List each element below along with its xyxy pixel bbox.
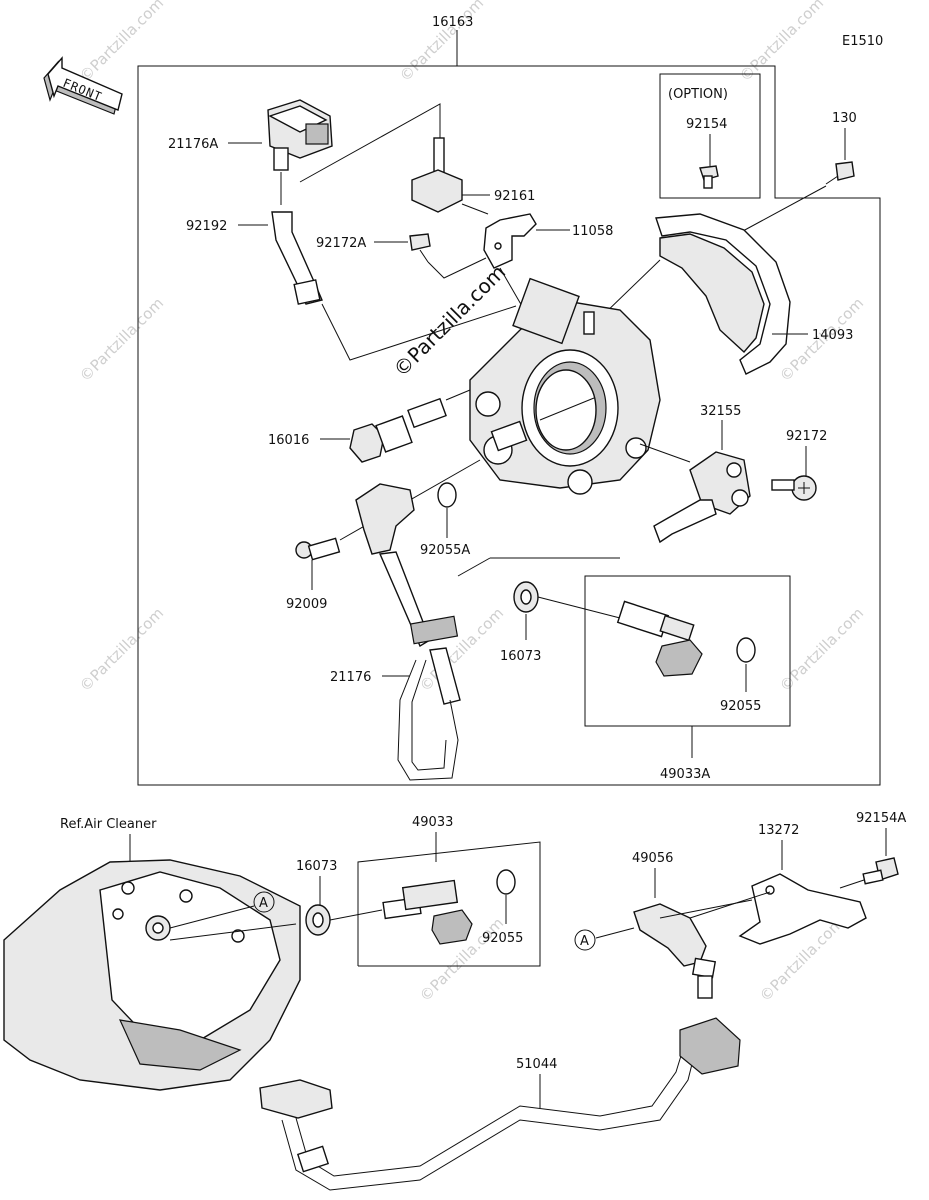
marker-a-right bbox=[574, 929, 596, 951]
leader-line bbox=[537, 596, 621, 619]
label-21176: 21176 bbox=[330, 670, 371, 685]
leader-line bbox=[169, 905, 255, 929]
label-49033: 49033 bbox=[412, 815, 453, 830]
label-92055-top: 92055 bbox=[720, 699, 761, 714]
leader-line bbox=[427, 257, 487, 279]
marker-a-left bbox=[253, 891, 275, 913]
ref-label: Ref.Air Cleaner bbox=[60, 817, 157, 832]
watermark: ©Partzilla.com bbox=[76, 294, 167, 385]
label-49056: 49056 bbox=[632, 851, 673, 866]
assembly-frame bbox=[137, 65, 881, 786]
watermark: ©Partzilla.com bbox=[396, 0, 487, 85]
label-92192: 92192 bbox=[186, 219, 227, 234]
marker-a-left-label: A bbox=[259, 896, 268, 911]
leader-line bbox=[839, 879, 865, 889]
air-cleaner-housing bbox=[3, 859, 301, 1091]
label-32155: 32155 bbox=[700, 404, 741, 419]
leader-line bbox=[445, 389, 471, 401]
label-14093: 14093 bbox=[812, 328, 853, 343]
label-92172A: 92172A bbox=[316, 236, 366, 251]
label-92055A: 92055A bbox=[420, 543, 470, 558]
injector-49033 bbox=[382, 879, 473, 945]
label-49033A: 49033A bbox=[660, 767, 710, 782]
label-92154: 92154 bbox=[686, 117, 727, 132]
label-92055-bottom: 92055 bbox=[482, 931, 523, 946]
marker-a-right-label: A bbox=[580, 934, 589, 949]
bracket-11058 bbox=[483, 213, 537, 269]
leader-line bbox=[299, 103, 441, 183]
leader-line bbox=[169, 923, 297, 941]
label-16073-top: 16073 bbox=[500, 649, 541, 664]
label-21176A: 21176A bbox=[168, 137, 218, 152]
sensor-21176A bbox=[267, 99, 333, 171]
label-130: 130 bbox=[832, 111, 857, 126]
screw-92172 bbox=[771, 475, 817, 501]
screw-92172A bbox=[409, 233, 431, 263]
bracket-13272 bbox=[738, 873, 867, 945]
cover-14093 bbox=[655, 213, 791, 375]
oring-92055-bottom bbox=[496, 869, 516, 895]
bracket-32155 bbox=[653, 451, 751, 544]
injector-box-bottom bbox=[357, 841, 541, 967]
throttle-body-16163 bbox=[469, 277, 661, 495]
label-16073-bottom: 16073 bbox=[296, 859, 337, 874]
label-92009: 92009 bbox=[286, 597, 327, 612]
leader-line bbox=[639, 443, 691, 463]
leader-line bbox=[461, 203, 489, 215]
injector-box bbox=[584, 575, 791, 727]
option-box bbox=[659, 73, 761, 199]
sensor-16016 bbox=[349, 397, 447, 463]
watermark: ©Partzilla.com bbox=[736, 0, 827, 85]
label-51044: 51044 bbox=[516, 1057, 557, 1072]
label-16163: 16163 bbox=[432, 15, 473, 30]
option-label: (OPTION) bbox=[668, 87, 728, 102]
harness-21176 bbox=[355, 483, 461, 781]
watermark: ©Partzilla.com bbox=[76, 604, 167, 695]
oring-92055-top bbox=[736, 637, 756, 663]
hose-51044 bbox=[259, 1017, 741, 1191]
hose-clip bbox=[293, 279, 321, 305]
screw-92009 bbox=[295, 537, 341, 561]
watermark: ©Partzilla.com bbox=[76, 0, 167, 85]
leader-line bbox=[457, 557, 491, 577]
leader-line bbox=[329, 909, 383, 921]
leader-line bbox=[689, 891, 771, 919]
joint-49056 bbox=[633, 903, 717, 999]
bolt-92154A bbox=[862, 857, 899, 885]
label-92154A: 92154A bbox=[856, 811, 906, 826]
label-11058: 11058 bbox=[572, 224, 613, 239]
leader-line bbox=[595, 927, 635, 939]
label-13272: 13272 bbox=[758, 823, 799, 838]
fitting-92161 bbox=[411, 137, 463, 213]
leader-line bbox=[321, 303, 517, 361]
label-92161: 92161 bbox=[494, 189, 535, 204]
label-16016: 16016 bbox=[268, 433, 309, 448]
leader-line bbox=[659, 899, 753, 919]
bolt-92154 bbox=[699, 165, 719, 189]
diagram-code: E1510 bbox=[842, 34, 883, 49]
leader-line bbox=[729, 185, 827, 239]
bolt-130 bbox=[825, 161, 855, 185]
label-92172: 92172 bbox=[786, 429, 827, 444]
oring-92055A bbox=[437, 482, 457, 508]
injector-49033A bbox=[616, 600, 703, 677]
